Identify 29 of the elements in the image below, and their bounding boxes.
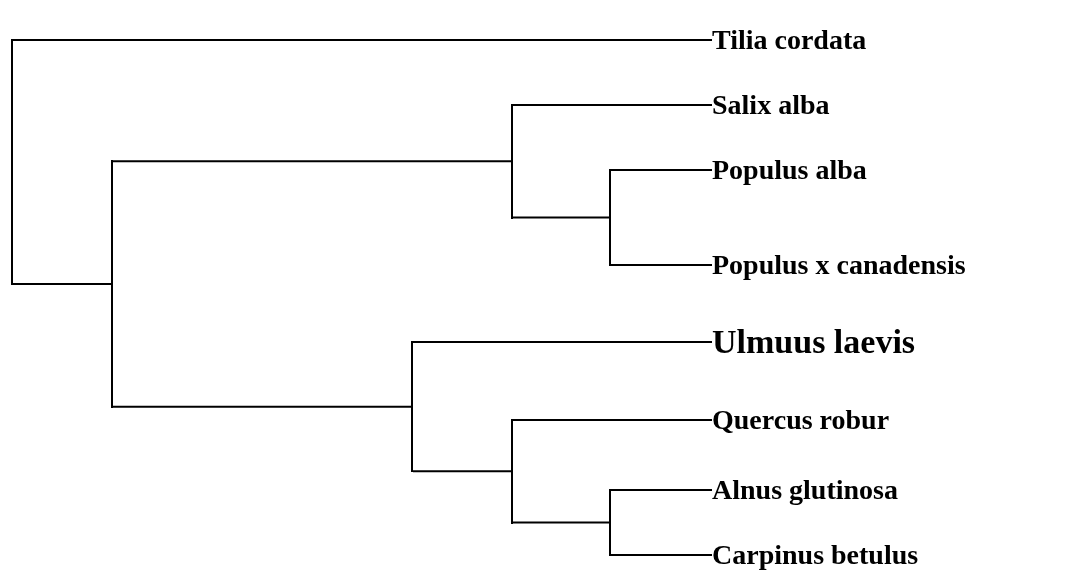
branch-line (411, 341, 413, 473)
species-label: Populus alba (712, 154, 867, 186)
species-label: Tilia cordata (712, 24, 867, 56)
branch-line (610, 554, 713, 556)
branch-line (610, 264, 713, 266)
species-label: Populus x canadensis (712, 249, 966, 281)
branch-line (12, 39, 713, 41)
branch-line (112, 160, 513, 163)
branch-line (412, 341, 713, 343)
branch-line (610, 169, 713, 171)
branch-line (12, 282, 113, 285)
species-label: Carpinus betulus (712, 539, 919, 571)
species-label: Quercus robur (712, 404, 890, 436)
branch-line (512, 216, 611, 219)
branch-line (511, 104, 513, 219)
branch-line (610, 489, 713, 491)
species-label: Salix alba (712, 89, 830, 121)
branch-line (11, 39, 13, 285)
branch-line (412, 470, 513, 473)
branch-line (609, 169, 611, 266)
branch-line (512, 521, 611, 524)
branch-line (112, 405, 413, 408)
branch-line (609, 489, 611, 556)
branch-line (511, 419, 513, 524)
branch-line (512, 419, 713, 421)
branch-line (111, 160, 113, 408)
species-label: Alnus glutinosa (712, 474, 898, 506)
branch-line (512, 104, 713, 106)
species-label: Ulmuus laevis (712, 323, 916, 361)
